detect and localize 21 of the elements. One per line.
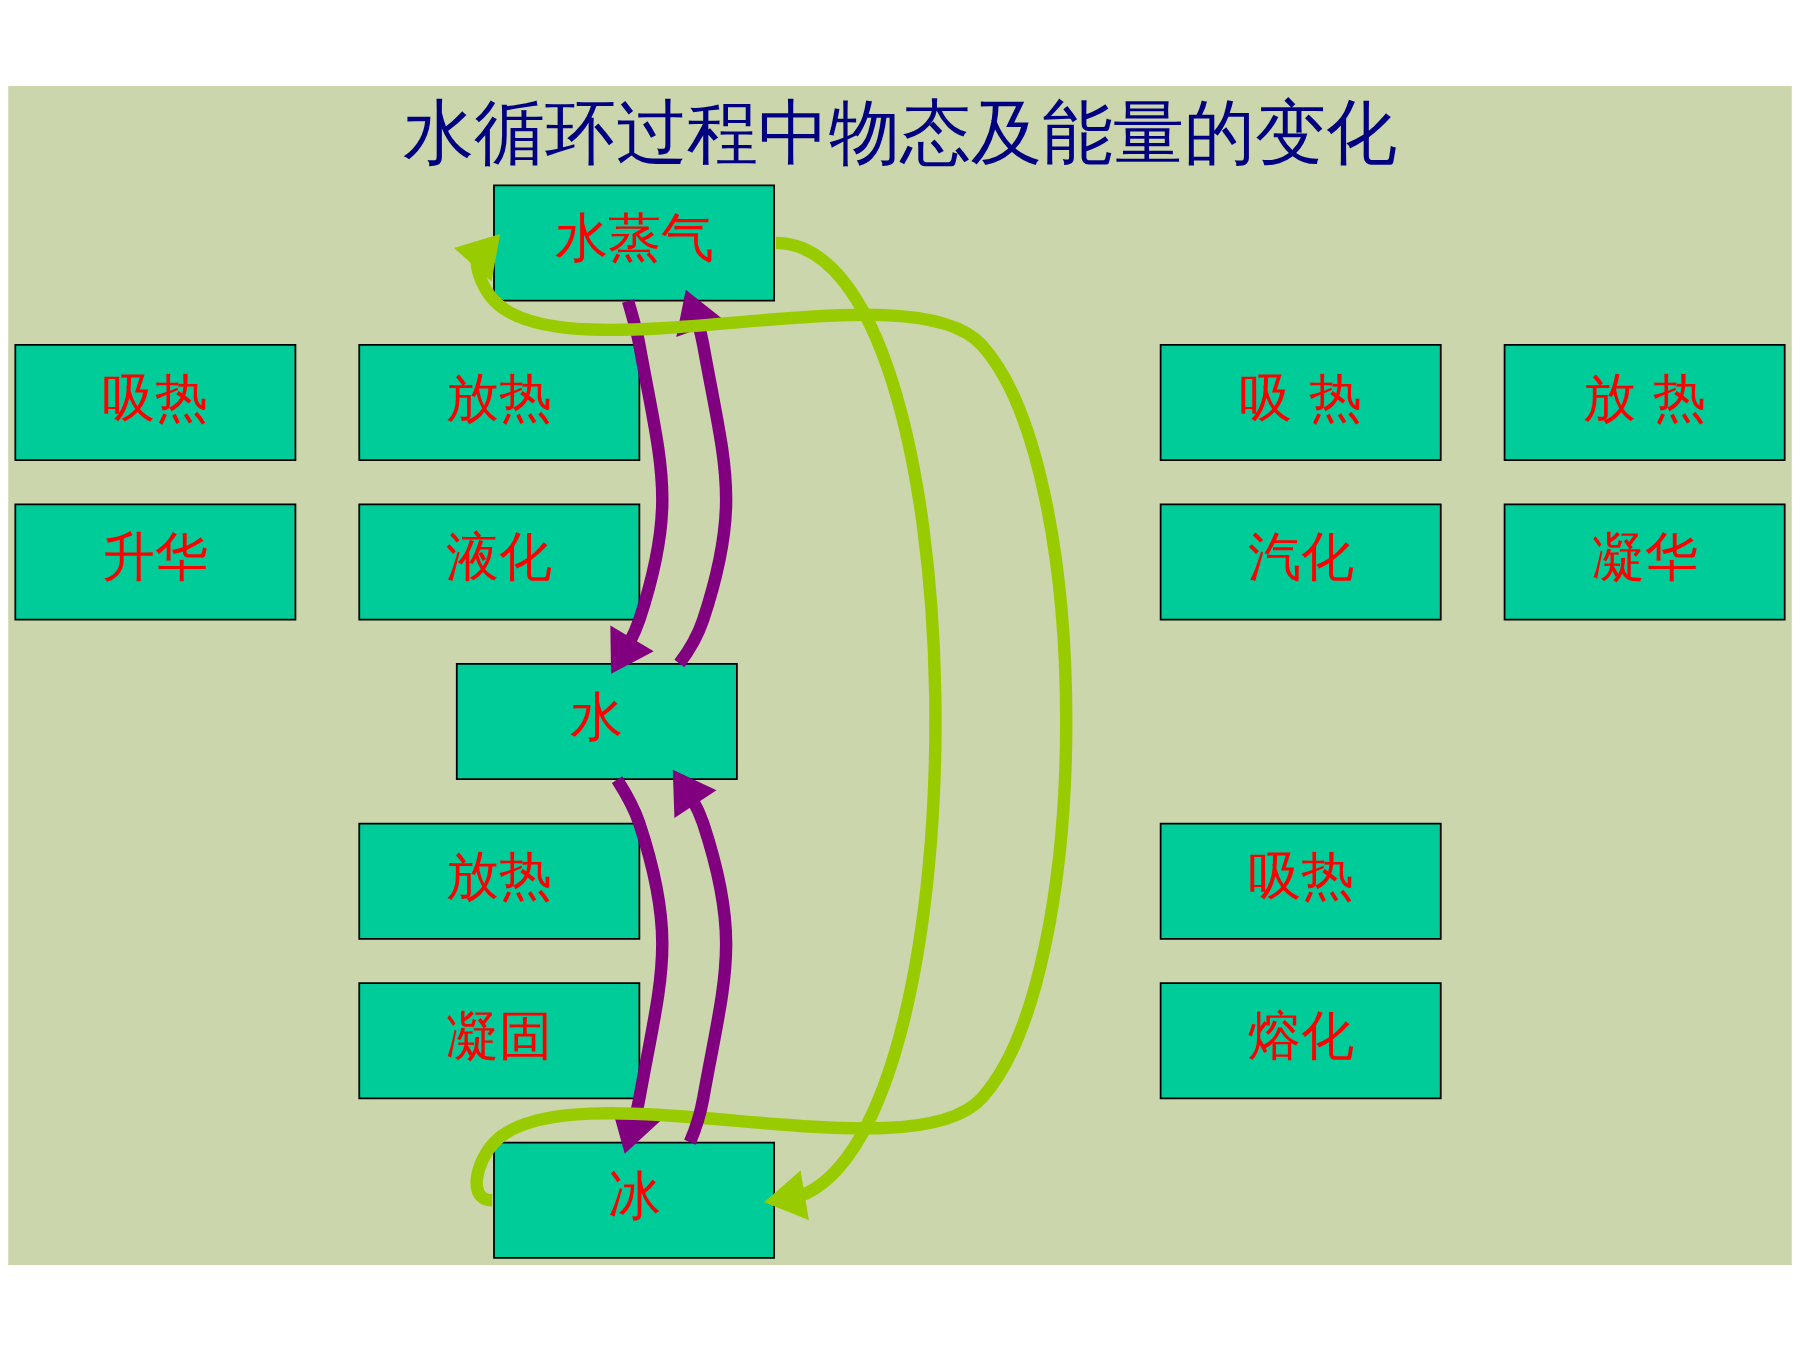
diagram-title: 水循环过程中物态及能量的变化: [403, 90, 1397, 174]
node-box: 凝固: [358, 981, 641, 1099]
node-box: 吸热: [14, 343, 297, 461]
arrow: [764, 236, 942, 1220]
node-box: 汽化: [1159, 503, 1442, 621]
arrow: [611, 775, 669, 1154]
node-box: 吸热: [1159, 822, 1442, 940]
node-box: 熔化: [1159, 981, 1442, 1099]
node-box: 凝华: [1503, 503, 1786, 621]
node-box: 放热: [358, 343, 641, 461]
node-box: 水蒸气: [493, 183, 775, 301]
node-box: 放 热: [1503, 343, 1786, 461]
node-box: 放热: [358, 822, 641, 940]
node-box: 吸 热: [1159, 343, 1442, 461]
node-box: 水: [455, 662, 738, 780]
arrow: [672, 769, 733, 1145]
arrow: [453, 233, 1073, 1205]
node-box: 冰: [493, 1141, 775, 1259]
node-box: 升华: [14, 503, 297, 621]
node-box: 液化: [358, 503, 641, 621]
arrow: [610, 298, 669, 674]
